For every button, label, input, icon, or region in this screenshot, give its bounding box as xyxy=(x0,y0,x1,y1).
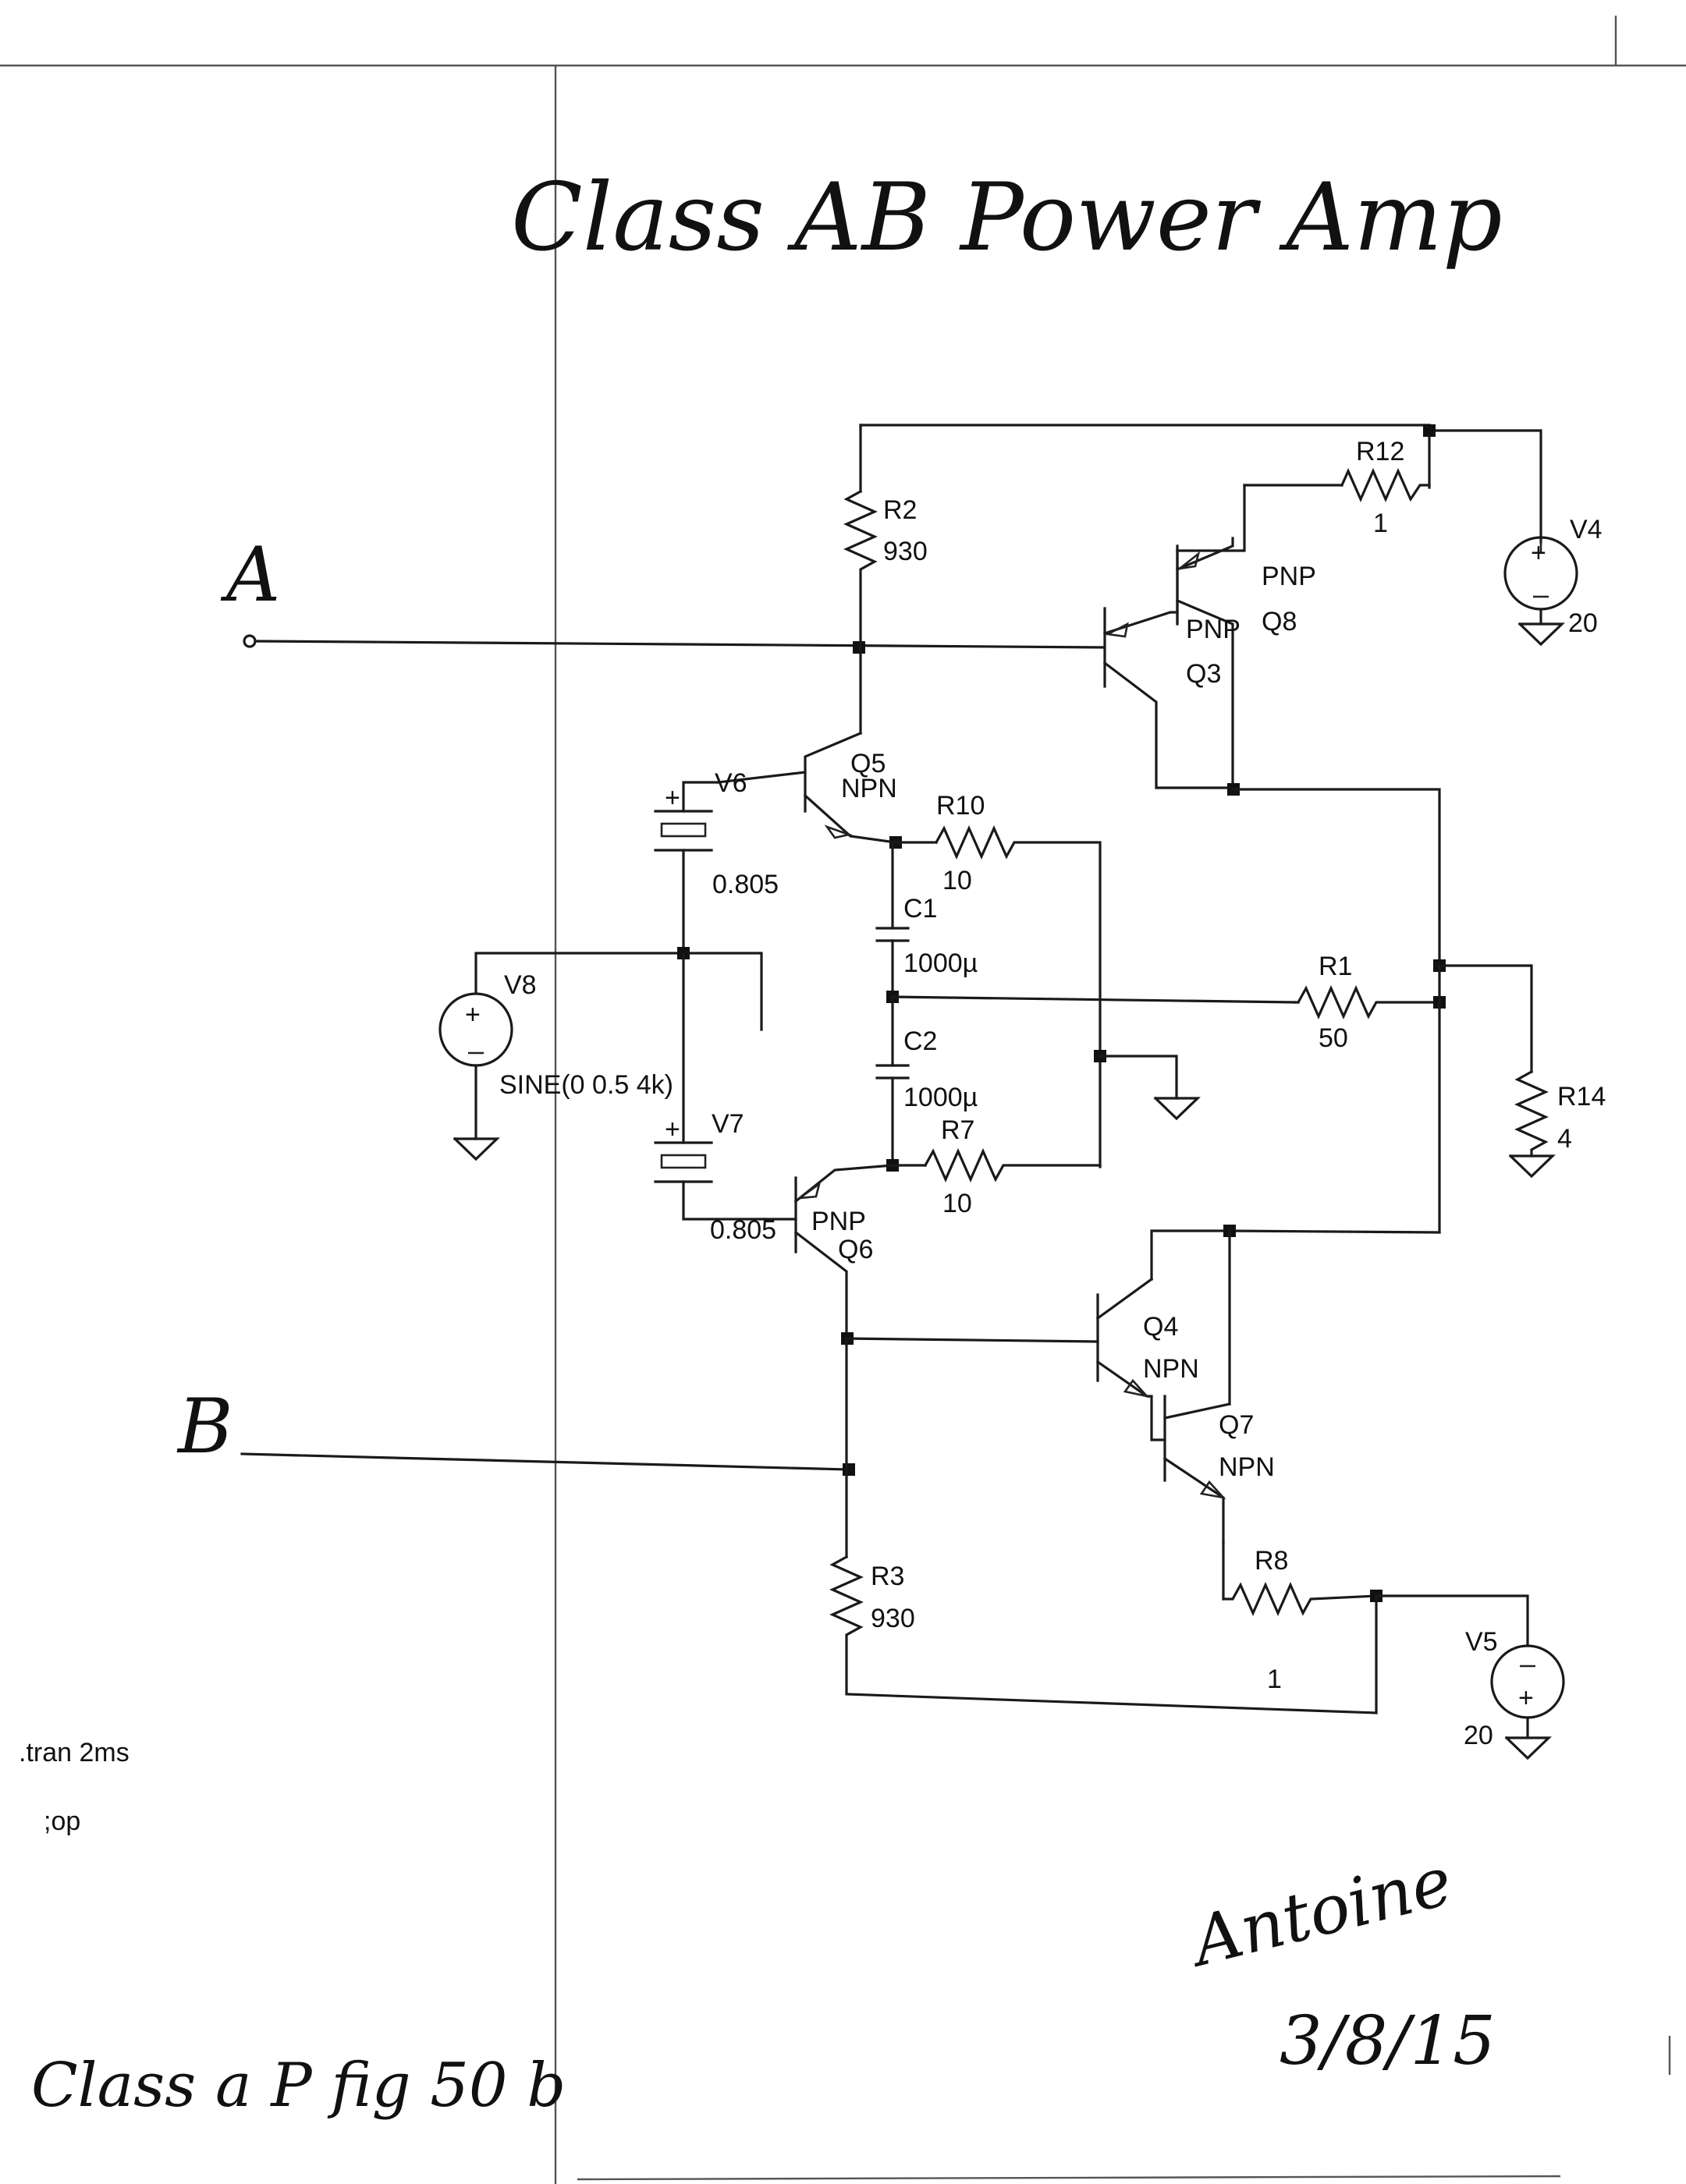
q8-type: PNP xyxy=(1262,562,1316,591)
port-a-terminal[interactable] xyxy=(243,634,257,648)
r8-name: R8 xyxy=(1255,1546,1288,1576)
resistor-r10 xyxy=(894,825,1102,1168)
q7-name: Q7 xyxy=(1219,1410,1254,1440)
top-rail-wires xyxy=(859,424,1542,623)
q4-type: NPN xyxy=(1143,1354,1199,1384)
midpoint-wire xyxy=(891,995,1297,1004)
c2-value: 1000µ xyxy=(903,1083,978,1112)
resistor-r7 xyxy=(891,1148,1102,1182)
output-wire-upper xyxy=(1231,788,1441,967)
q4-name: Q4 xyxy=(1143,1312,1178,1342)
resistor-r1 xyxy=(1294,985,1441,1019)
v7-name: V7 xyxy=(712,1109,744,1139)
page-title: Class AB Power Amp xyxy=(511,164,1503,272)
transistor-q5 xyxy=(716,646,897,844)
q8-name: Q8 xyxy=(1262,607,1297,636)
output-to-q4-wire xyxy=(1150,1229,1441,1281)
r10-value: 10 xyxy=(942,866,972,895)
port-b-label: B xyxy=(176,1383,233,1470)
v4-value: 20 xyxy=(1568,608,1598,638)
port-a-label: A xyxy=(220,531,280,619)
junction-dot xyxy=(1423,424,1436,437)
resistor-r12 xyxy=(1243,468,1431,502)
port-b-wire xyxy=(240,1452,850,1471)
source-v5: + xyxy=(1490,1644,1565,1760)
q4-base-wire xyxy=(845,1337,1099,1343)
transistor-q4 xyxy=(1095,1277,1166,1441)
r7-value: 10 xyxy=(942,1189,972,1218)
figure-note: Class a P fig 50 b xyxy=(31,2051,566,2121)
c1-name: C1 xyxy=(903,894,937,924)
source-v8: + xyxy=(438,952,763,1161)
q7-type: NPN xyxy=(1219,1452,1275,1482)
r7-name: R7 xyxy=(941,1115,974,1145)
signature-name: Antoine xyxy=(1180,1842,1460,1983)
svg-text:+: + xyxy=(1518,1683,1534,1713)
r3-value: 930 xyxy=(871,1604,915,1633)
r2-name: R2 xyxy=(883,495,917,525)
svg-text:+: + xyxy=(665,783,680,813)
r8-value: 1 xyxy=(1267,1665,1282,1694)
v6-value: 0.805 xyxy=(712,870,779,899)
q6-type: PNP xyxy=(811,1207,866,1236)
resistor-r2 xyxy=(843,424,878,649)
transistor-q8 xyxy=(1175,537,1234,789)
r14-name: R14 xyxy=(1557,1082,1606,1112)
junction-dot xyxy=(843,1463,855,1476)
svg-text:+: + xyxy=(665,1115,680,1144)
resistor-r3 xyxy=(829,1555,1378,1714)
q6-name: Q6 xyxy=(838,1235,873,1264)
v5-value: 20 xyxy=(1464,1721,1493,1750)
v6-name: V6 xyxy=(715,768,747,798)
v4-name: V4 xyxy=(1570,515,1603,544)
resistor-r14 xyxy=(1508,1069,1556,1179)
r1-name: R1 xyxy=(1319,952,1352,981)
scan-bottom-line xyxy=(577,2175,1561,2181)
r10-name: R10 xyxy=(936,791,985,821)
transistor-q7 xyxy=(1162,1395,1231,1544)
junction-dot xyxy=(853,641,865,654)
r12-value: 1 xyxy=(1373,509,1388,538)
tran-directive: .tran 2ms xyxy=(19,1738,130,1767)
svg-text:+: + xyxy=(465,1000,481,1030)
v5-top-wire xyxy=(1375,1594,1529,1647)
battery-v6: + xyxy=(654,781,719,955)
signature-date: 3/8/15 xyxy=(1280,2002,1496,2080)
q5-type: NPN xyxy=(841,774,897,803)
r12-name: R12 xyxy=(1356,437,1404,466)
capacitor-c2 xyxy=(875,995,910,1167)
q5-name: Q5 xyxy=(850,749,886,778)
port-a-wire xyxy=(254,640,1106,649)
c2-name: C2 xyxy=(903,1026,937,1056)
op-directive: ;op xyxy=(44,1806,80,1836)
q3-type: PNP xyxy=(1186,615,1241,644)
v8-name: V8 xyxy=(504,970,537,1000)
capacitor-c1 xyxy=(875,841,910,998)
svg-text:+: + xyxy=(1531,538,1546,568)
r1-value: 50 xyxy=(1319,1023,1348,1053)
v5-name: V5 xyxy=(1465,1627,1498,1657)
load-wire xyxy=(1438,964,1533,1073)
q3-name: Q3 xyxy=(1186,659,1221,689)
ground-symbol xyxy=(1099,1055,1201,1121)
r3-name: R3 xyxy=(871,1562,904,1591)
battery-v7: + xyxy=(654,952,766,1221)
source-v4: + xyxy=(1503,536,1578,647)
c1-value: 1000µ xyxy=(903,948,978,978)
transistor-q6 xyxy=(763,1164,894,1340)
r2-value: 930 xyxy=(883,537,928,566)
v8-value: SINE(0 0.5 4k) xyxy=(499,1070,673,1100)
resistor-r8 xyxy=(1222,1541,1378,1616)
r14-value: 4 xyxy=(1557,1124,1572,1154)
